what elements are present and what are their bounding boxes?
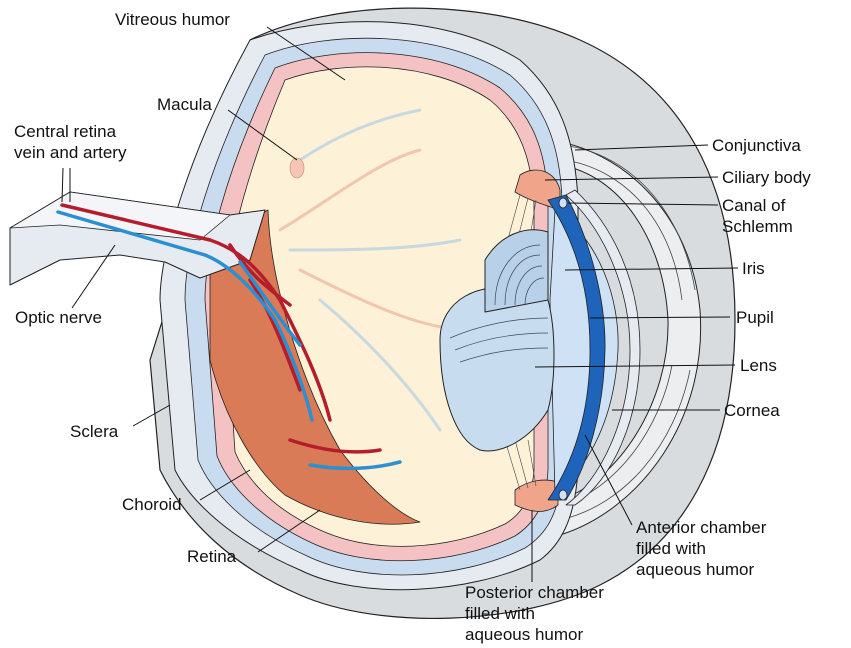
canal-of-schlemm-lower bbox=[559, 490, 567, 500]
label-central-retina-line2: vein and artery bbox=[14, 143, 126, 163]
label-canal-of-schlemm-line1: Canal of bbox=[722, 196, 785, 216]
label-posterior-chamber-line3: aqueous humor bbox=[465, 625, 583, 645]
label-posterior-chamber-line2: filled with bbox=[465, 604, 535, 624]
label-cornea: Cornea bbox=[724, 401, 780, 421]
label-lens: Lens bbox=[740, 356, 777, 376]
label-choroid: Choroid bbox=[122, 495, 182, 515]
label-optic-nerve: Optic nerve bbox=[15, 308, 102, 328]
label-posterior-chamber-line1: Posterior chamber bbox=[465, 583, 604, 603]
macula-spot bbox=[290, 158, 304, 178]
label-anterior-chamber-line3: aqueous humor bbox=[636, 560, 754, 580]
label-anterior-chamber-line2: filled with bbox=[636, 539, 706, 559]
label-iris: Iris bbox=[742, 259, 765, 279]
label-pupil: Pupil bbox=[736, 308, 774, 328]
label-ciliary-body: Ciliary body bbox=[722, 168, 811, 188]
canal-of-schlemm bbox=[559, 198, 567, 208]
label-sclera: Sclera bbox=[70, 422, 118, 442]
label-retina: Retina bbox=[187, 547, 236, 567]
label-conjunctiva: Conjunctiva bbox=[712, 136, 801, 156]
label-anterior-chamber-line1: Anterior chamber bbox=[636, 518, 766, 538]
label-macula: Macula bbox=[157, 95, 212, 115]
label-central-retina-line1: Central retina bbox=[14, 122, 116, 142]
label-vitreous-humor: Vitreous humor bbox=[115, 10, 230, 30]
label-canal-of-schlemm-line2: Schlemm bbox=[722, 217, 793, 237]
